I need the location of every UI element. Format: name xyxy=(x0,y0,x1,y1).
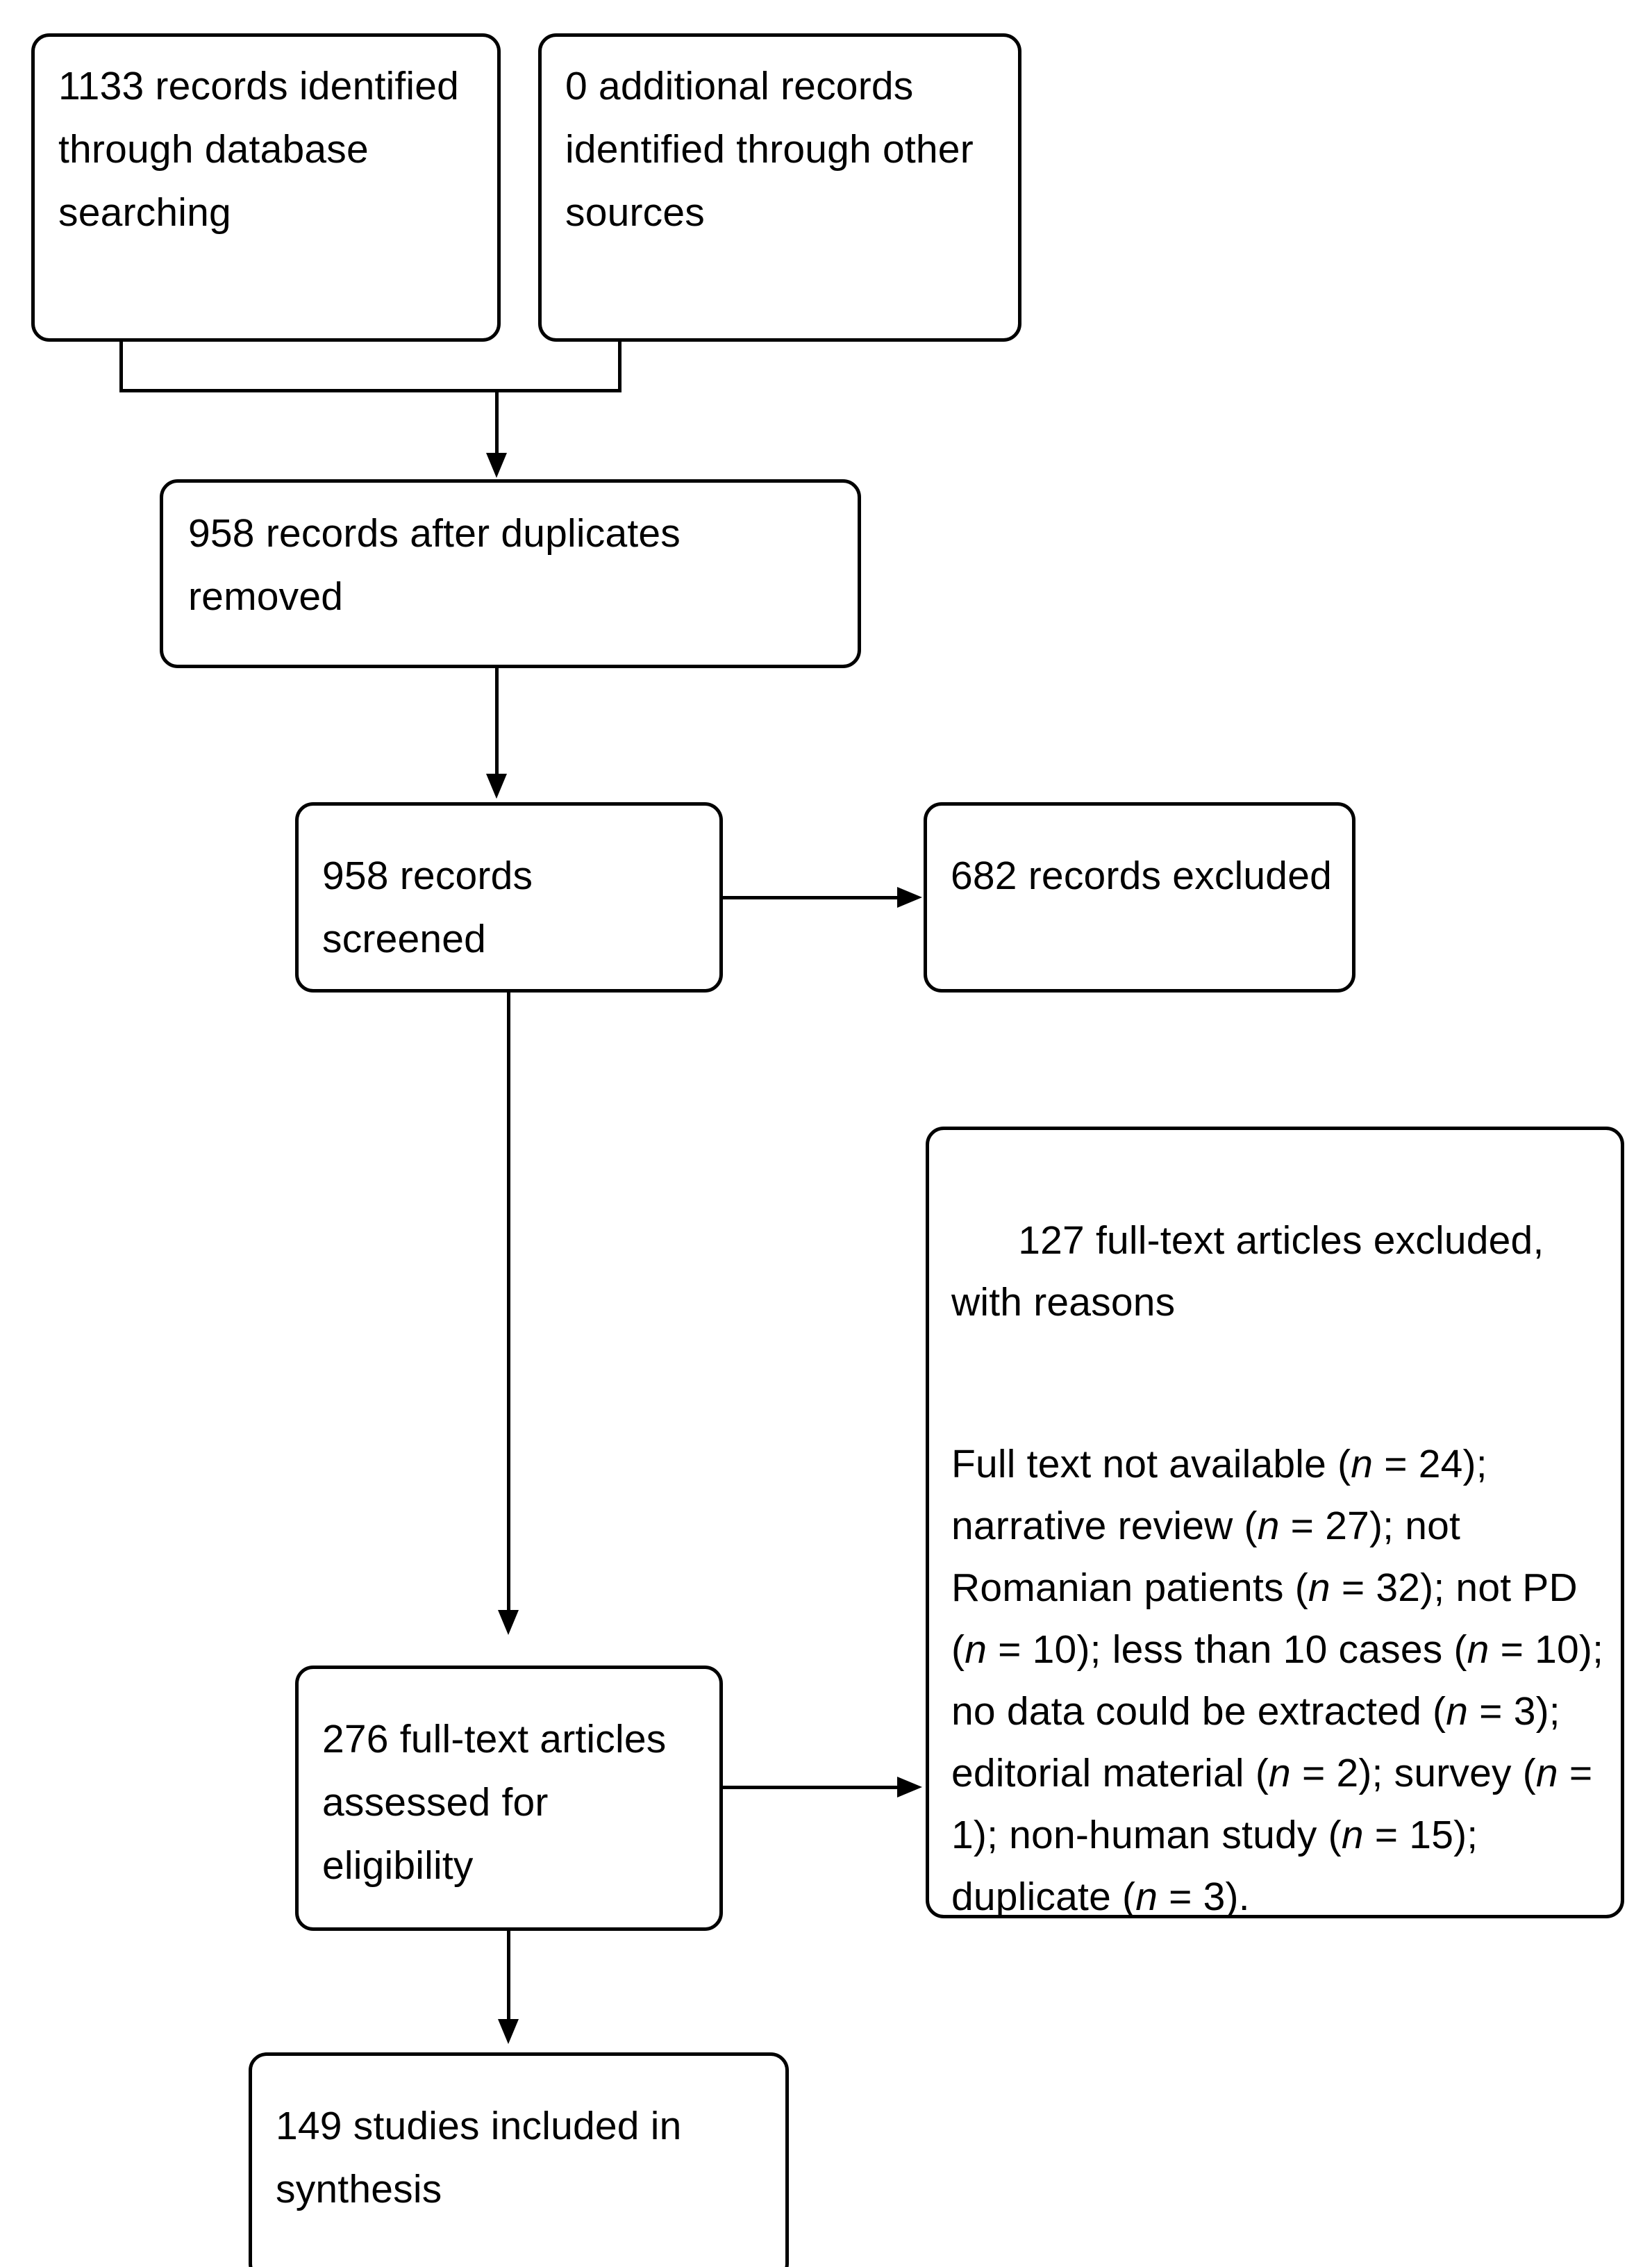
connector-duplicates-to-screened xyxy=(495,668,499,778)
node-full-text-excluded-heading: 127 full-text articles excluded, with re… xyxy=(951,1218,1555,1325)
node-records-screened-label: 958 records screened xyxy=(322,854,544,961)
arrow-down-icon-to-included xyxy=(498,2019,519,2044)
node-database-searching: 1133 records identified through database… xyxy=(31,33,501,342)
connector-screened-to-eligibility xyxy=(507,993,510,1614)
arrow-down-icon-to-screened xyxy=(486,774,507,799)
node-studies-included-in-synthesis: 149 studies included in synthesis xyxy=(249,2052,789,2267)
connector-merge-down xyxy=(495,389,499,457)
node-database-searching-label: 1133 records identified through database… xyxy=(58,64,471,235)
node-records-after-duplicates-removed: 958 records after duplicates removed xyxy=(160,479,861,668)
arrow-right-icon-to-full-text-excluded xyxy=(897,1777,922,1797)
node-full-text-excluded-reasons: Full text not available (n = 24); narrat… xyxy=(951,1442,1615,1919)
connector-merge-bar xyxy=(119,389,621,392)
node-full-text-assessed-for-eligibility: 276 full-text articles assessed for elig… xyxy=(295,1666,723,1931)
node-duplicates-removed-label: 958 records after duplicates removed xyxy=(188,511,692,619)
node-records-screened: 958 records screened xyxy=(295,802,723,993)
node-full-text-articles-excluded: 127 full-text articles excluded, with re… xyxy=(926,1127,1624,1919)
arrow-down-icon-to-duplicates xyxy=(486,453,507,478)
connector-screened-to-excluded xyxy=(723,896,900,899)
node-other-sources: 0 additional records identified through … xyxy=(538,33,1021,342)
node-included-label: 149 studies included in synthesis xyxy=(276,2104,693,2211)
connector-eligibility-to-included xyxy=(507,1931,510,2023)
arrow-down-icon-to-eligibility xyxy=(498,1610,519,1635)
arrow-right-icon-to-excluded xyxy=(897,887,922,908)
node-eligibility-label: 276 full-text articles assessed for elig… xyxy=(322,1717,678,1888)
node-records-excluded: 682 records excluded xyxy=(924,802,1355,993)
node-records-excluded-label: 682 records excluded xyxy=(951,854,1333,898)
connector-other-sources-stub xyxy=(618,342,621,390)
node-other-sources-label: 0 additional records identified through … xyxy=(565,64,985,235)
connector-db-search-stub xyxy=(119,342,123,390)
connector-eligibility-to-full-text-excluded xyxy=(723,1786,900,1789)
